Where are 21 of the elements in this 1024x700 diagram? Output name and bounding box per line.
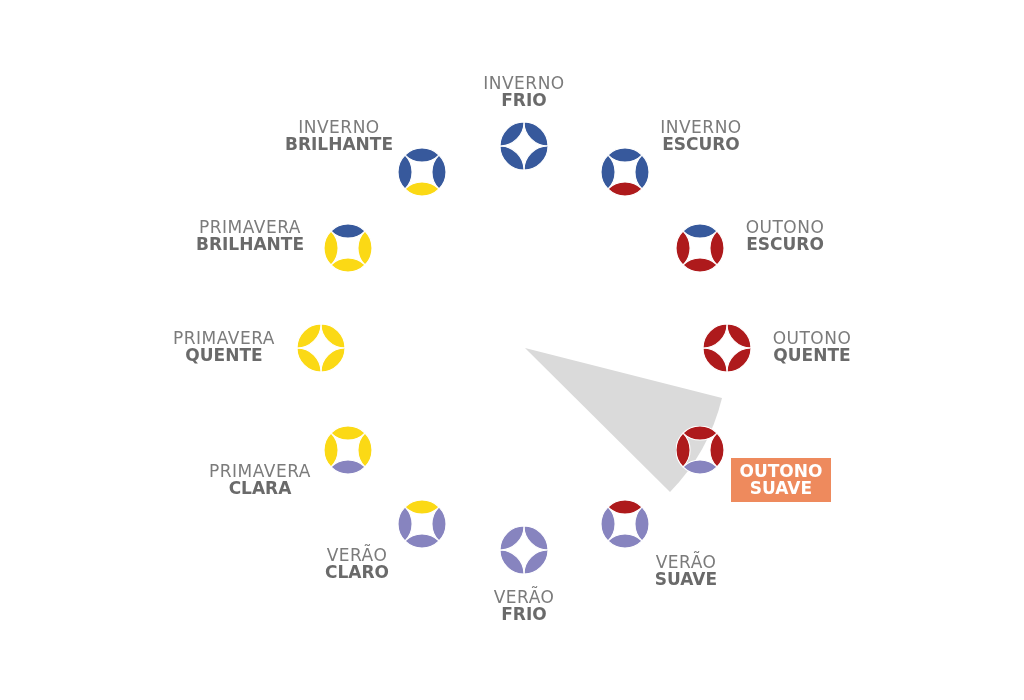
subtype-label: ESCURO [746,236,824,253]
season-label: PRIMAVERA [209,463,311,480]
subtype-label: BRILHANTE [196,236,304,253]
season-label: OUTONO [745,219,825,236]
subtype-label: CLARO [325,564,389,581]
subtype-label: CLARA [228,480,292,497]
highlight-label: OUTONO SUAVE [731,458,831,502]
subtype-label: QUENTE [185,347,263,364]
star-circle-icon [676,426,724,474]
subtype-label: ESCURO [662,136,740,153]
season-label: INVERNO [298,119,380,136]
subtype-label: SUAVE [654,571,718,588]
season-label: INVERNO [483,75,565,92]
subtype-label: FRIO [501,92,547,109]
subtype-label: BRILHANTE [285,136,393,153]
season-label: PRIMAVERA [173,330,275,347]
season-label: INVERNO [660,119,742,136]
season-label: PRIMAVERA [199,219,301,236]
season-label: OUTONO [772,330,852,347]
subtype-label: FRIO [501,606,547,623]
subtype-label: QUENTE [773,347,851,364]
